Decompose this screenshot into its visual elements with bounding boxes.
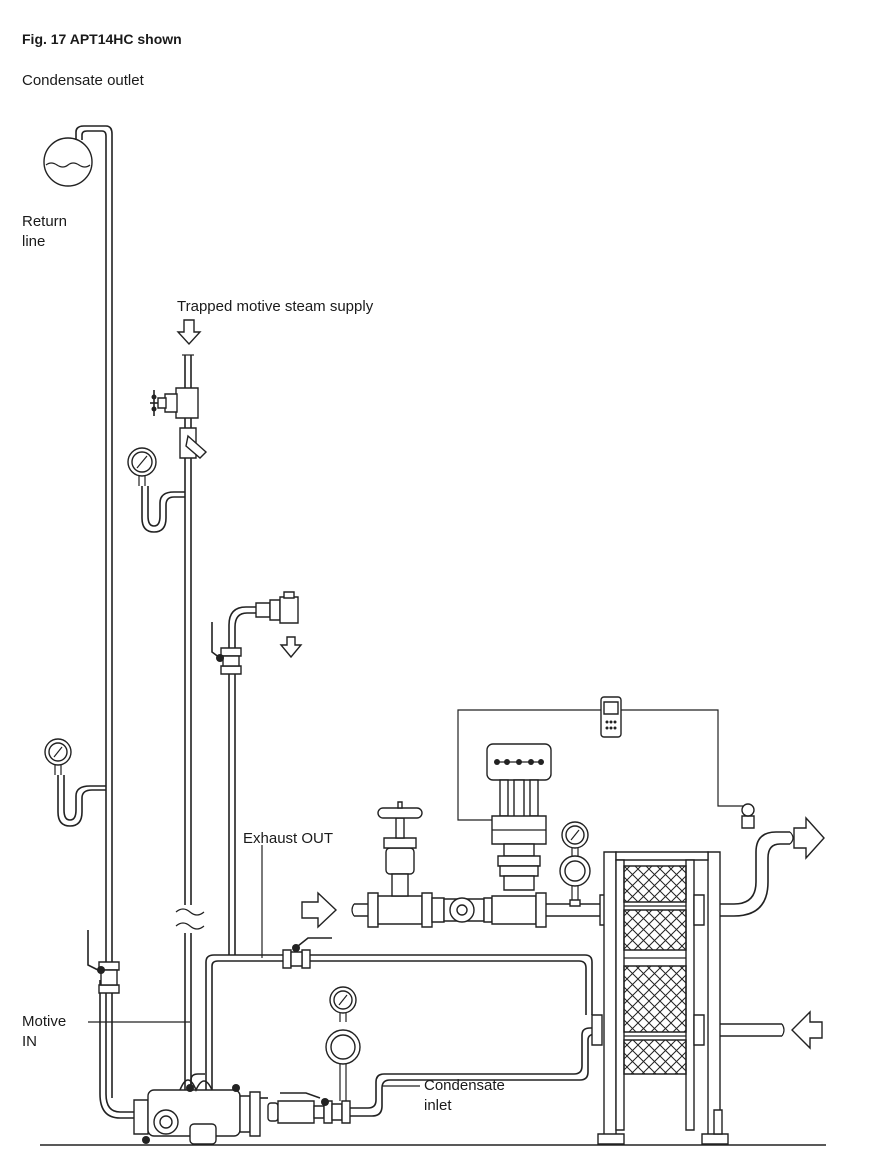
signal-line-sensor [621,710,748,818]
motive-steam-pipe [175,355,204,1090]
receiver-tank-icon [44,138,92,186]
steam-trap-icon [256,592,301,657]
balance-line-ball-valve [283,938,332,968]
balance-line [206,955,592,1090]
controller-icon [601,697,621,737]
pump-trap-body [134,1080,260,1144]
motive-connection [191,1074,205,1090]
exhaust-ball-valve [212,622,241,674]
label-motive-in-2: IN [22,1033,37,1050]
heat-exchanger-icon [598,852,728,1144]
label-motive-in-1: Motive [22,1013,67,1030]
signal-line-actuator [458,710,601,820]
gauge-icon [128,448,185,532]
secondary-outlet-pipe [720,804,824,916]
label-condensate-inlet-1: Condensate [424,1077,505,1094]
label-return-line-1: Return [22,213,68,230]
isolation-valve [150,388,198,418]
exhaust-pipe [229,607,258,955]
balance-line-inner [212,961,586,1090]
steam-main-pipe [352,893,610,927]
condensate-inlet-pipe [260,1015,602,1123]
label-exhaust-out: Exhaust OUT [243,830,334,847]
return-line-valve [88,930,119,993]
secondary-inlet-pipe [720,1012,822,1048]
strainer [180,428,206,458]
return-line-pipe [76,126,135,1118]
flow-arrow-icon [178,320,200,344]
control-valve-icon [487,744,551,890]
gauge-icon [326,987,360,1101]
label-condensate-outlet: Condensate outlet [22,72,144,89]
figure-caption: Fig. 17 APT14HC shown [22,31,182,47]
flow-arrow-icon [302,893,336,927]
gauge-icon [560,822,590,906]
gauge-icon [45,739,106,826]
label-return-line-2: line [22,233,46,250]
globe-valve [378,802,422,896]
label-condensate-inlet-2: inlet [424,1097,452,1114]
label-trapped-motive-steam-supply: Trapped motive steam supply [177,298,374,315]
